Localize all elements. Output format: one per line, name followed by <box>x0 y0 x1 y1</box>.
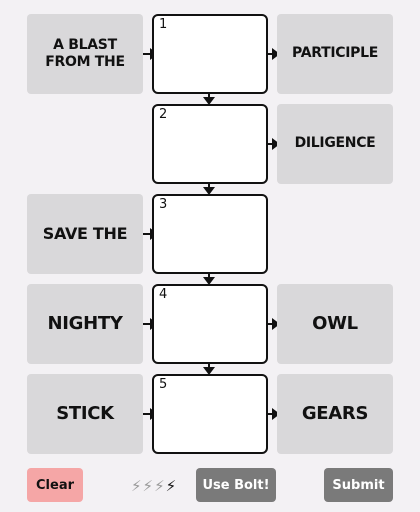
arrow-line <box>143 323 151 325</box>
answer-box-4[interactable]: 4 <box>152 284 268 364</box>
answer-number-1: 1 <box>159 17 168 32</box>
right-clue-1-text: PARTICIPLE <box>292 45 378 62</box>
bolt-counter: ⚡︎⚡︎⚡︎⚡︎ <box>131 476 176 496</box>
left-clue-4-text: NIGHTY <box>47 312 123 334</box>
arrow-right-icon <box>272 48 280 60</box>
right-clue-1: PARTICIPLE <box>277 14 393 94</box>
left-clue-5: STICK <box>27 374 143 454</box>
arrow-line <box>268 323 275 325</box>
arrow-down-icon <box>203 97 215 105</box>
answer-box-5[interactable]: 5 <box>152 374 268 454</box>
arrow-right-icon <box>272 408 280 420</box>
use-bolt-button[interactable]: Use Bolt! <box>196 468 276 502</box>
answer-box-3[interactable]: 3 <box>152 194 268 274</box>
left-clue-4: NIGHTY <box>27 284 143 364</box>
arrow-line <box>268 143 275 145</box>
answer-number-5: 5 <box>159 377 168 392</box>
lightning-bolt-icon: ⚡︎ <box>142 477 154 495</box>
arrow-line <box>143 53 151 55</box>
left-clue-1-text: A BLAST FROM THE <box>45 36 125 71</box>
arrow-line <box>268 413 275 415</box>
arrow-down-icon <box>203 277 215 285</box>
submit-button[interactable]: Submit <box>324 468 393 502</box>
right-clue-5-text: GEARS <box>301 402 369 424</box>
answer-box-1[interactable]: 1 <box>152 14 268 94</box>
arrow-right-icon <box>272 318 280 330</box>
left-clue-3: SAVE THE <box>27 194 143 274</box>
arrow-down-icon <box>203 367 215 375</box>
lightning-bolt-icon: ⚡︎ <box>154 477 165 495</box>
arrow-line <box>208 184 210 188</box>
arrow-down-icon <box>203 187 215 195</box>
left-clue-1: A BLAST FROM THE <box>27 14 143 94</box>
arrow-line <box>208 94 210 98</box>
clear-button[interactable]: Clear <box>27 468 83 502</box>
right-clue-5: GEARS <box>277 374 393 454</box>
left-clue-3-text: SAVE THE <box>42 224 128 243</box>
lightning-bolt-icon: ⚡︎ <box>165 477 177 495</box>
arrow-right-icon <box>272 138 280 150</box>
right-clue-4-text: OWL <box>312 312 358 334</box>
arrow-line <box>208 274 210 278</box>
right-clue-2: DILIGENCE <box>277 104 393 184</box>
arrow-line <box>208 364 210 368</box>
answer-box-2[interactable]: 2 <box>152 104 268 184</box>
answer-number-2: 2 <box>159 107 168 122</box>
right-clue-4: OWL <box>277 284 393 364</box>
right-clue-2-text: DILIGENCE <box>294 135 376 152</box>
lightning-bolt-icon: ⚡︎ <box>131 477 142 495</box>
left-clue-5-text: STICK <box>56 402 114 424</box>
answer-number-3: 3 <box>159 197 168 212</box>
arrow-line <box>143 413 151 415</box>
arrow-line <box>268 53 275 55</box>
arrow-line <box>143 233 151 235</box>
answer-number-4: 4 <box>159 287 168 302</box>
